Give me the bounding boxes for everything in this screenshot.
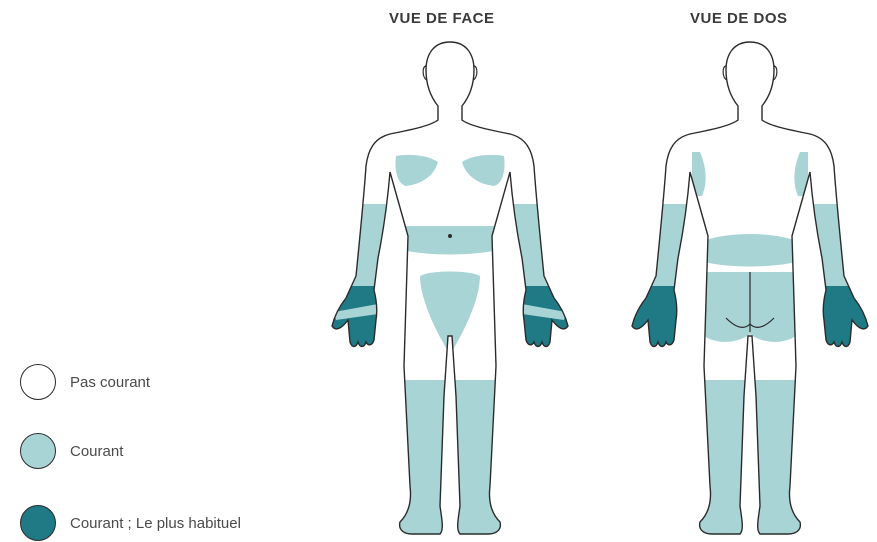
back-left-arm-region (630, 204, 690, 542)
legend-item-common: Courant (20, 432, 123, 470)
front-lower-legs-region (390, 380, 510, 542)
legend-swatch-light-teal (20, 433, 56, 469)
legend-label: Courant ; Le plus habituel (70, 515, 241, 532)
back-lower-back-region (704, 234, 796, 267)
front-right-arm-region (510, 204, 570, 542)
back-lower-legs-region (690, 380, 810, 542)
front-view-title: VUE DE FACE (389, 10, 495, 27)
back-view-title: VUE DE DOS (690, 10, 788, 27)
legend-item-not-common: Pas courant (20, 363, 150, 401)
back-body-figure (630, 36, 870, 542)
legend-swatch-white (20, 364, 56, 400)
legend-swatch-dark-teal (20, 505, 56, 541)
legend-label: Courant (70, 443, 123, 460)
navel-mark (448, 234, 452, 238)
legend-item-most-common: Courant ; Le plus habituel (20, 504, 241, 542)
back-right-arm-region (810, 204, 870, 542)
legend-label: Pas courant (70, 374, 150, 391)
front-left-arm-region (330, 204, 390, 542)
front-waist-region (402, 226, 498, 255)
front-body-figure (330, 36, 570, 542)
